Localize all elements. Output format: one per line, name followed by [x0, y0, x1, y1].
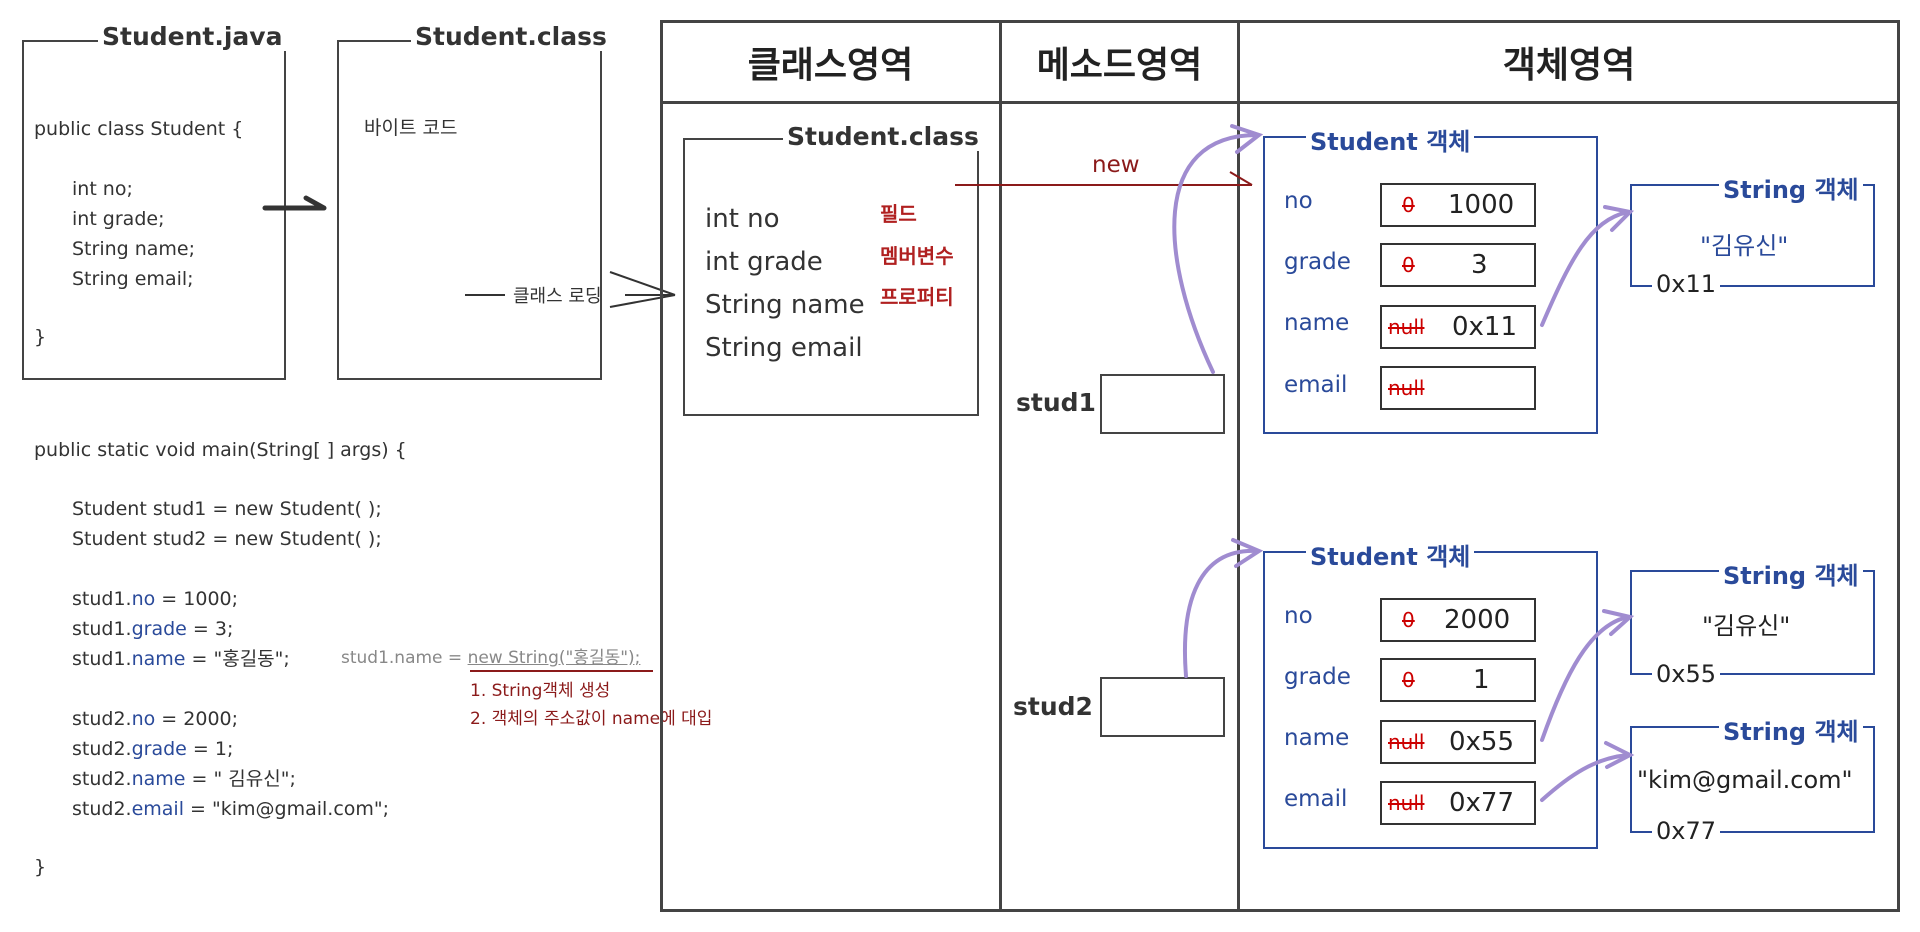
- old-value: 0: [1402, 608, 1415, 632]
- object-field-label: email: [1284, 786, 1348, 812]
- old-value: 0: [1402, 668, 1415, 692]
- string-object-address: 0x11: [1652, 270, 1721, 298]
- old-value: null: [1388, 730, 1425, 754]
- string-object-title: String 객체: [1719, 556, 1863, 591]
- string-object-address: 0x77: [1652, 817, 1721, 845]
- stud1-slot: [1100, 374, 1225, 434]
- assign-line: stud1.no = 1000;: [72, 588, 239, 610]
- source-file-title: Student.java: [98, 22, 287, 51]
- class-area-box-title: Student.class: [783, 122, 983, 151]
- assign-line: stud2.no = 2000;: [72, 708, 239, 730]
- object-field-value: 0x77: [1449, 788, 1515, 818]
- class-member: String name: [705, 290, 865, 320]
- object-field-label: grade: [1284, 249, 1351, 275]
- old-value: null: [1388, 315, 1425, 339]
- object-field-value-box: [1380, 243, 1536, 287]
- create-line: Student stud1 = new Student( );: [72, 498, 382, 520]
- string-object-value: "김유신": [1702, 612, 1791, 640]
- grid-divider: [999, 20, 1002, 912]
- assign-line: stud2.name = " 김유신";: [72, 768, 296, 790]
- new-arrow-icon: [955, 171, 1253, 186]
- string-object-address: 0x55: [1652, 660, 1721, 688]
- assign-line: stud2.grade = 1;: [72, 738, 234, 760]
- object-field-label: name: [1284, 310, 1350, 336]
- annotation-note: 1. String객체 생성: [470, 681, 611, 701]
- object-area-header: 객체영역: [1502, 45, 1636, 86]
- object-field-label: email: [1284, 372, 1348, 398]
- old-value: null: [1388, 791, 1425, 815]
- create-line: Student stud2 = new Student( );: [72, 528, 382, 550]
- source-line: String email;: [72, 268, 194, 290]
- string-object-title: String 객체: [1719, 712, 1863, 747]
- object-field-value-box: [1380, 305, 1536, 349]
- object-field-value: 3: [1471, 250, 1488, 280]
- string-object-value: "김유신": [1700, 232, 1789, 260]
- new-label: new: [1092, 152, 1140, 178]
- annotation-note: 2. 객체의 주소값이 name에 대입: [470, 709, 713, 729]
- student-object-title: Student 객체: [1306, 122, 1475, 157]
- grid-divider: [1237, 20, 1240, 912]
- object-field-value-box: [1380, 658, 1536, 702]
- class-loading-arrow-icon: [465, 271, 676, 308]
- student-object-title: Student 객체: [1306, 537, 1475, 572]
- class-area-header: 클래스영역: [747, 45, 914, 86]
- class-file-title: Student.class: [411, 22, 611, 51]
- source-line: }: [34, 326, 47, 348]
- object-field-value: 1000: [1448, 190, 1515, 220]
- source-line: int no;: [72, 178, 133, 200]
- object-field-label: grade: [1284, 664, 1351, 690]
- string-object-title: String 객체: [1719, 170, 1863, 205]
- class-loading-label: 클래스 로딩: [513, 286, 602, 307]
- object-field-value-box: [1380, 366, 1536, 410]
- main-signature: public static void main(String[ ] args) …: [34, 439, 407, 461]
- source-line: String name;: [72, 238, 196, 260]
- class-member: int grade: [705, 247, 823, 277]
- stud2-slot: [1100, 677, 1225, 737]
- object-field-value: 0x11: [1452, 312, 1518, 342]
- field-tag: 멤버변수: [880, 244, 954, 268]
- object-field-value-box: [1380, 183, 1536, 227]
- old-value: null: [1388, 376, 1425, 400]
- main-close: }: [34, 856, 47, 878]
- object-field-value: 0x55: [1449, 727, 1515, 757]
- old-value: 0: [1402, 193, 1415, 217]
- field-tag: 필드: [880, 202, 917, 226]
- annotation-underline: [470, 670, 653, 672]
- assign-line: stud2.email = "kim@gmail.com";: [72, 798, 390, 820]
- class-member: String email: [705, 333, 863, 363]
- object-field-value-box: [1380, 598, 1536, 642]
- stud1-label: stud1: [1016, 388, 1096, 417]
- object-field-label: no: [1284, 188, 1313, 214]
- object-field-label: name: [1284, 725, 1350, 751]
- source-line: public class Student {: [34, 118, 244, 140]
- string-object-value: "kim@gmail.com": [1637, 766, 1853, 794]
- class-file-box: [337, 40, 602, 380]
- compile-arrow-icon: [262, 195, 327, 211]
- annotation-line: stud1.name = new String("홍길동");: [341, 648, 641, 668]
- object-field-value: 1: [1473, 665, 1490, 695]
- bytecode-label: 바이트 코드: [364, 117, 458, 139]
- object-field-value-box: [1380, 720, 1536, 764]
- object-field-value-box: [1380, 781, 1536, 825]
- method-area-header: 메소드영역: [1036, 45, 1203, 86]
- grid-divider: [660, 101, 1900, 104]
- field-tag: 프로퍼티: [880, 285, 954, 309]
- stud2-label: stud2: [1013, 692, 1093, 721]
- assign-line: stud1.name = "홍길동";: [72, 648, 290, 670]
- class-member: int no: [705, 204, 780, 234]
- object-field-value: 2000: [1444, 605, 1511, 635]
- class-area-box: [683, 138, 979, 416]
- old-value: 0: [1402, 253, 1415, 277]
- source-line: int grade;: [72, 208, 165, 230]
- memory-grid: [660, 20, 1900, 912]
- assign-line: stud1.grade = 3;: [72, 618, 234, 640]
- object-field-label: no: [1284, 603, 1313, 629]
